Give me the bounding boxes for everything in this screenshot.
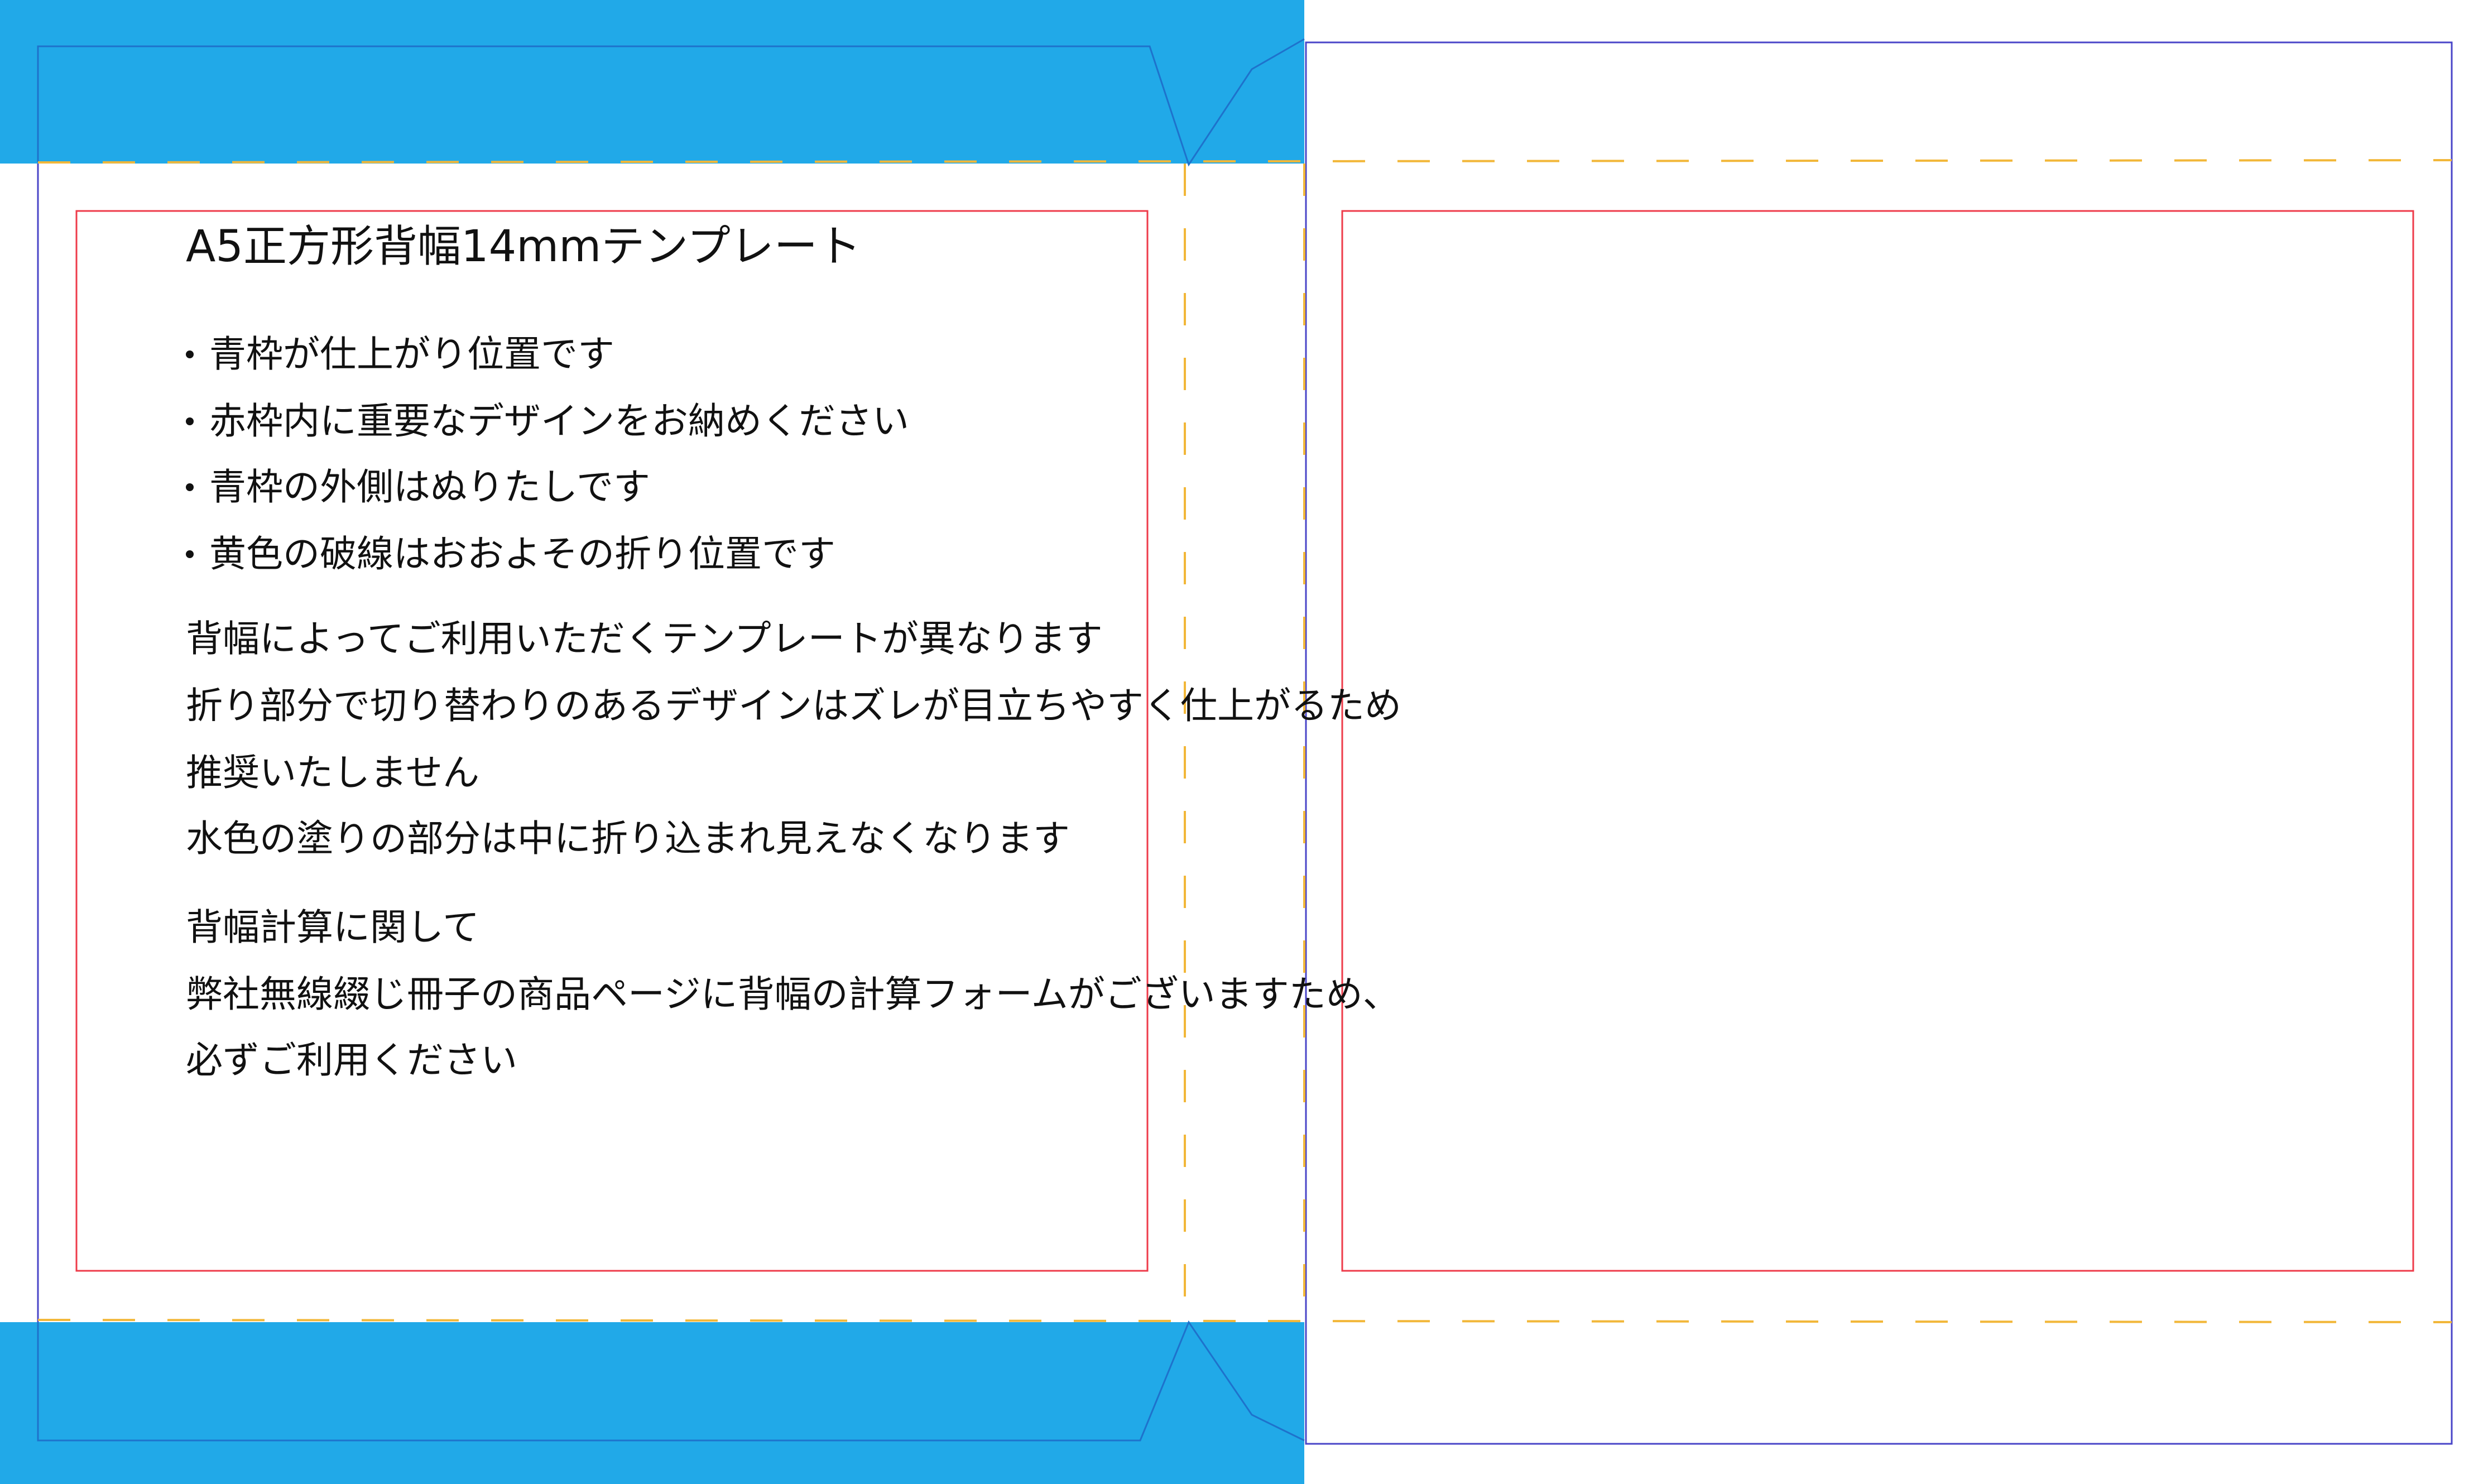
bullet-dot bbox=[186, 550, 194, 558]
note-line: 折り部分で切り替わりのあるデザインはズレが目立ちやすく仕上がるため bbox=[186, 684, 1401, 727]
bleed-fill-top bbox=[0, 0, 1304, 164]
bullet-dot bbox=[186, 483, 194, 491]
note-line: 推奨いたしません bbox=[186, 751, 480, 794]
bullet-text: 青枠が仕上がり位置です bbox=[209, 333, 614, 376]
fold-line-bottom bbox=[37, 1319, 2452, 1323]
note-line: 水色の塗りの部分は中に折り込まれ見えなくなります bbox=[186, 817, 1070, 860]
fold-line-top bbox=[37, 159, 2452, 164]
safe-area-right bbox=[1341, 210, 2414, 1272]
spine-heading: 背幅計算に関して bbox=[186, 906, 480, 949]
note-line: 背幅によってご利用いただくテンプレートが異なります bbox=[186, 617, 1103, 660]
bullet-text: 赤枠内に重要なデザインをお納めください bbox=[209, 400, 909, 443]
bullet-item: 青枠の外側はぬりたしです bbox=[186, 462, 650, 512]
trim-frame-right bbox=[1305, 41, 2453, 1445]
bleed-fill-bottom bbox=[0, 1322, 1304, 1484]
safe-area-left bbox=[75, 210, 1149, 1272]
flap-outline-bottom bbox=[37, 1320, 1305, 1442]
page-title: A5正方形背幅14mmテンプレート bbox=[186, 222, 861, 272]
bullet-text: 黄色の破線はおおよその折り位置です bbox=[209, 532, 835, 575]
bullet-item: 赤枠内に重要なデザインをお納めください bbox=[186, 396, 909, 446]
spine-line: 必ずご利用ください bbox=[186, 1039, 517, 1082]
bullet-text: 青枠の外側はぬりたしです bbox=[209, 465, 651, 508]
flap-outline-top bbox=[37, 38, 1305, 167]
spine-line: 弊社無線綴じ冊子の商品ページに背幅の計算フォームがございますため、 bbox=[186, 973, 1400, 1016]
bullet-item: 青枠が仕上がり位置です bbox=[186, 329, 614, 380]
bullet-item: 黄色の破線はおおよその折り位置です bbox=[186, 529, 835, 579]
bullet-dot bbox=[186, 350, 194, 358]
bullet-dot bbox=[186, 417, 194, 425]
